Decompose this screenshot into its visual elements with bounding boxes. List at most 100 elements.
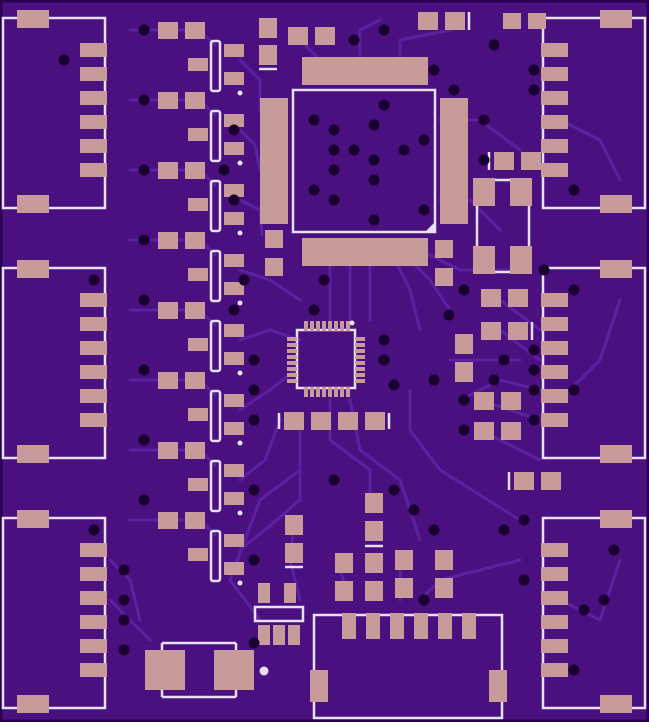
qfn-pin: [304, 387, 308, 397]
via: [118, 594, 130, 606]
resistor-pad: [445, 12, 465, 30]
resistor-pad: [481, 322, 501, 340]
connector-mount-pad: [600, 260, 632, 278]
connector-pin-pad: [541, 591, 568, 605]
connector-mount-pad: [600, 195, 632, 213]
capacitor-pad: [365, 553, 383, 573]
sot-outline: [209, 529, 222, 583]
connector-pin-pad: [541, 543, 568, 557]
via: [328, 194, 340, 206]
sot-pad: [224, 534, 244, 547]
via: [528, 384, 540, 396]
connector-pin-pad: [80, 389, 107, 403]
resistor-pad: [158, 232, 178, 249]
connector-mount-pad: [17, 10, 49, 28]
capacitor-pad: [315, 27, 335, 45]
qfn-pin: [355, 349, 365, 353]
connector-pin-pad: [541, 139, 568, 153]
resistor-pad: [541, 472, 561, 490]
capacitor-pad: [285, 543, 303, 563]
resistor-pad: [508, 322, 528, 340]
via: [428, 524, 440, 536]
connector-pin-pad: [80, 341, 107, 355]
via: [418, 594, 430, 606]
via: [398, 144, 410, 156]
capacitor-pad: [435, 550, 453, 570]
connector-pin-pad: [541, 615, 568, 629]
via: [318, 274, 330, 286]
connector-pin-pad: [80, 163, 107, 177]
connector-outline: [541, 16, 647, 210]
via: [388, 379, 400, 391]
qfn-pin: [287, 349, 297, 353]
connector-pin-pad: [80, 67, 107, 81]
via: [138, 94, 150, 106]
sot-pad: [188, 128, 208, 141]
via: [598, 594, 610, 606]
connector-pin-pad: [541, 91, 568, 105]
qfn-pin: [340, 387, 344, 397]
via: [88, 524, 100, 536]
trace: [238, 418, 282, 482]
trace: [238, 268, 302, 302]
via: [488, 39, 500, 51]
via: [138, 164, 150, 176]
pin1-marker: [237, 510, 243, 516]
via: [308, 114, 320, 126]
capacitor-pad: [521, 152, 541, 170]
connector-pin-pad: [541, 163, 568, 177]
via: [528, 364, 540, 376]
via: [368, 154, 380, 166]
connector-mount-pad: [17, 510, 49, 528]
trace: [238, 368, 297, 412]
capacitor-pad: [455, 334, 473, 354]
usb-pin-pad: [438, 613, 452, 639]
capacitor-pad: [259, 18, 277, 38]
connector-pin-pad: [541, 43, 568, 57]
trace: [408, 388, 522, 522]
trace: [398, 28, 452, 62]
via: [388, 484, 400, 496]
via: [328, 164, 340, 176]
connector-pin-pad: [80, 91, 107, 105]
sot-outline: [209, 389, 222, 443]
regulator-pad: [258, 625, 270, 645]
sot-pad: [224, 422, 244, 435]
sot-pad: [224, 254, 244, 267]
resistor-pad: [158, 92, 178, 109]
crystal-pad: [510, 178, 532, 206]
crystal-outline: [475, 178, 531, 274]
side-connectors: [1, 10, 647, 713]
capacitor-pad: [365, 493, 383, 513]
qfn-pin: [334, 387, 338, 397]
resistor-pad: [158, 372, 178, 389]
connector-pin-pad: [80, 591, 107, 605]
qfn-pin: [322, 321, 326, 331]
sot-pad: [224, 184, 244, 197]
resistor-pad: [514, 472, 534, 490]
via: [443, 309, 455, 321]
connector-mount-pad: [600, 510, 632, 528]
via: [348, 144, 360, 156]
resistor-pad: [508, 289, 528, 307]
qfn-pin: [287, 337, 297, 341]
connector-pin-pad: [80, 115, 107, 129]
resistor-pad: [481, 289, 501, 307]
via: [458, 424, 470, 436]
via: [248, 554, 260, 566]
resistor-pad: [185, 302, 205, 319]
via: [478, 114, 490, 126]
sot-pad: [188, 408, 208, 421]
capacitor-pad: [435, 268, 453, 286]
qfn-pin: [287, 367, 297, 371]
qfn-pin: [346, 321, 350, 331]
resistor-pad: [474, 422, 494, 440]
sot-pad: [224, 324, 244, 337]
sot-pad: [188, 268, 208, 281]
via: [368, 174, 380, 186]
components: [145, 12, 561, 720]
via: [348, 34, 360, 46]
qfn-pin: [316, 321, 320, 331]
connector-mount-pad: [600, 695, 632, 713]
